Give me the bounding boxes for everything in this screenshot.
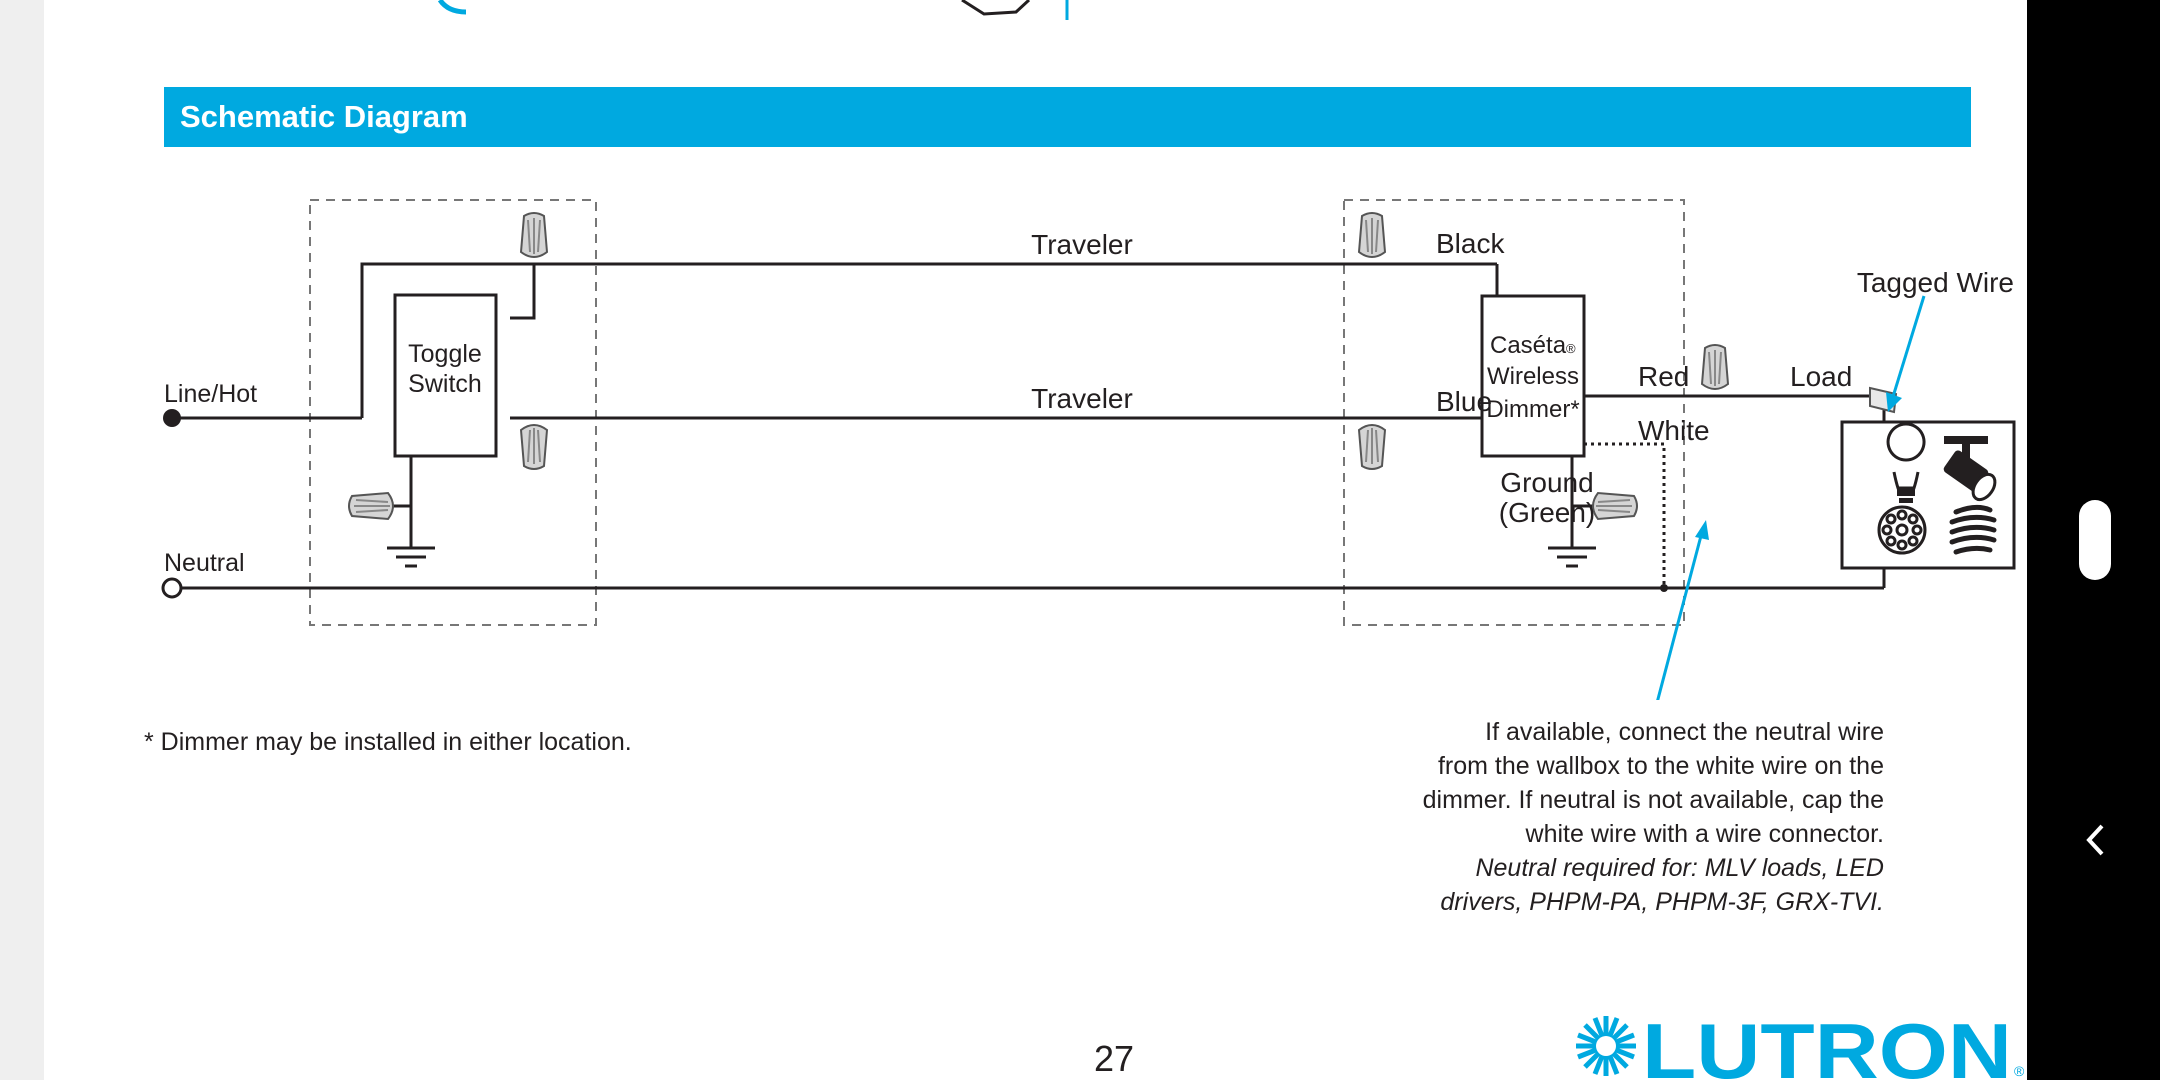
neutral-terminal <box>161 577 183 599</box>
schematic-diagram: Toggle Switch Caséta® Wireless Dimmer* <box>161 199 2016 700</box>
wire-connector-icon <box>1592 492 1638 520</box>
scrollbar-thumb[interactable] <box>2079 500 2111 580</box>
wire-connector-icon <box>348 492 394 520</box>
neutral-junction-dot <box>1660 584 1668 592</box>
toggle-switch-box <box>393 293 498 458</box>
traveler-top-label: Traveler <box>1031 229 1133 260</box>
chevron-left-icon <box>2086 824 2104 856</box>
red-wire-label: Red <box>1638 361 1689 392</box>
ground-symbol-icon <box>1546 546 1598 568</box>
line-hot-label: Line/Hot <box>164 380 257 408</box>
viewer-left-margin <box>0 0 44 1080</box>
blue-wire-label: Blue <box>1436 386 1492 417</box>
wire-connector-icon <box>1358 424 1386 470</box>
traveler-bottom-label: Traveler <box>1031 383 1133 414</box>
wire-connector-icon <box>1358 212 1386 258</box>
wire-connector-icon <box>1701 344 1729 390</box>
wires <box>172 262 1886 590</box>
white-wire-label: White <box>1638 415 1710 446</box>
wire-connector-icon <box>520 212 548 258</box>
page-number: 27 <box>1093 1038 1135 1079</box>
bulb-icon <box>1886 422 1926 503</box>
wire-connector-icon <box>520 424 548 470</box>
section-title: Schematic Diagram <box>180 99 468 134</box>
neutral-note-arrow <box>1656 520 1709 700</box>
dimmer-wallbox <box>1343 199 1685 626</box>
black-wire-label: Black <box>1436 228 1505 259</box>
note-line-italic: Neutral required for: MLV loads, LED <box>1475 854 1884 882</box>
note-line: white wire with a wire connector. <box>1525 820 1884 848</box>
ground-label-line2: (Green) <box>1499 497 1595 528</box>
neutral-wire-note: If available, connect the neutral wire f… <box>1344 715 1884 919</box>
tagged-wire-label: Tagged Wire <box>1857 267 2014 298</box>
logo-registered-mark: ® <box>2014 1063 2025 1079</box>
toggle-label-line1: Toggle <box>408 340 482 368</box>
section-header-bar: Schematic Diagram <box>164 87 1971 147</box>
ground-symbol-icon <box>385 546 437 568</box>
dimmer-location-footnote: * Dimmer may be installed in either loca… <box>144 728 632 756</box>
led-array-icon <box>1877 505 1927 555</box>
note-line: from the wallbox to the white wire on th… <box>1437 752 1884 780</box>
lutron-logo: LUTRON ® <box>1576 1010 2025 1080</box>
logo-wordmark: LUTRON <box>1642 1010 2012 1080</box>
toggle-label-line2: Switch <box>408 370 482 398</box>
ground-label-line1: Ground <box>1500 467 1593 498</box>
white-wire-dotted <box>1584 442 1666 588</box>
neutral-label: Neutral <box>164 549 245 577</box>
dimmer-label-line3: Dimmer* <box>1486 396 1579 423</box>
note-line-italic: drivers, PHPM-PA, PHPM-3F, GRX-TVI. <box>1440 888 1884 916</box>
spotlight-icon <box>1943 436 1997 502</box>
document-page: Schematic Diagram <box>44 0 2027 1080</box>
back-button[interactable] <box>2078 818 2112 862</box>
load-label: Load <box>1790 361 1852 392</box>
switch-wallbox <box>309 199 597 626</box>
cfl-icon <box>1949 504 1997 555</box>
note-line: dimmer. If neutral is not available, cap… <box>1422 786 1884 814</box>
dimmer-label-line1: Caséta® <box>1490 332 1576 359</box>
note-line: If available, connect the neutral wire <box>1485 718 1884 746</box>
line-hot-terminal <box>163 409 181 427</box>
top-artwork-remnant <box>437 0 1069 20</box>
tagged-wire-arrow <box>1886 295 1926 412</box>
dimmer-label-line2: Wireless <box>1487 363 1579 390</box>
dimmer-box <box>1480 294 1586 458</box>
